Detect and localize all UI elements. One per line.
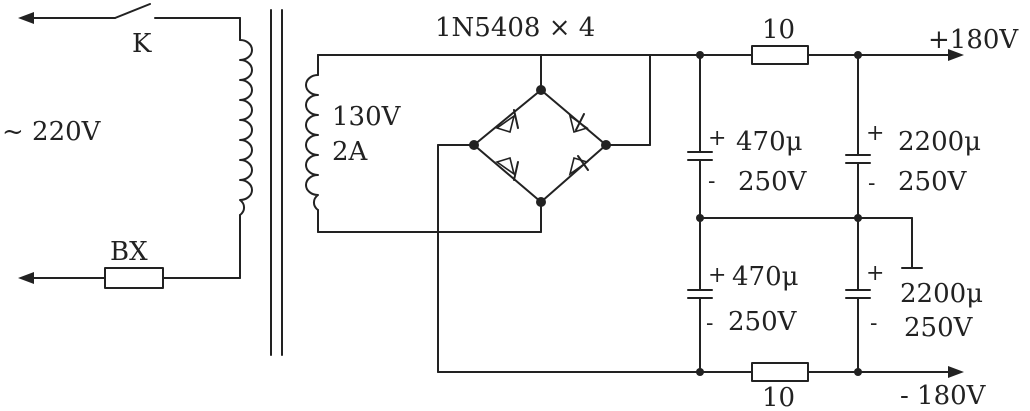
- resistor-bottom-label: 10: [762, 383, 795, 411]
- cap-ur-minus: -: [868, 171, 875, 196]
- diode-1: [495, 109, 519, 134]
- cap-lower-right: [845, 217, 871, 373]
- cap-ur-value: 2200μ: [898, 127, 981, 157]
- diode-3: [495, 156, 519, 181]
- output-neg-label: - 180V: [900, 381, 987, 411]
- input-voltage-label: ~ 220V: [2, 117, 102, 147]
- arrow-pos: [948, 49, 964, 61]
- cap-lr-value: 2200μ: [900, 279, 983, 309]
- bridge-label: 1N5408 × 4: [435, 13, 595, 43]
- cap-lr-minus: -: [870, 311, 877, 336]
- bridge-rectifier: [469, 54, 611, 207]
- cap-ul-minus: -: [708, 169, 715, 194]
- cap-ul-voltage: 250V: [738, 167, 808, 197]
- input-line-top: [18, 12, 116, 24]
- cap-ll-plus: +: [708, 263, 726, 288]
- resistor-bottom: [751, 362, 809, 382]
- input-line-bottom: [18, 272, 106, 284]
- output-pos-label: +180V: [928, 25, 1019, 55]
- resistor-top: [751, 45, 809, 65]
- cap-ul-value: 470μ: [736, 127, 803, 157]
- switch-label: K: [132, 29, 152, 59]
- cap-upper-left: [687, 54, 713, 219]
- diode-4: [568, 155, 589, 176]
- cap-lr-plus: +: [866, 261, 884, 286]
- resistor-top-label: 10: [762, 15, 795, 45]
- transformer-core: [270, 9, 283, 356]
- cap-ll-minus: -: [706, 311, 713, 336]
- fuse-bx: [104, 214, 241, 289]
- cap-ll-value: 470μ: [732, 262, 799, 292]
- primary-coil: [239, 39, 253, 216]
- arrow-neg: [948, 366, 964, 378]
- cap-ur-voltage: 250V: [898, 167, 968, 197]
- secondary-voltage-label: 130V: [332, 102, 402, 132]
- cap-ul-plus: +: [708, 126, 726, 151]
- cap-upper-right: [845, 54, 871, 219]
- diode-2: [568, 113, 589, 134]
- fuse-label: BX: [110, 237, 148, 267]
- cap-ur-plus: +: [866, 121, 884, 146]
- secondary-coil: [305, 54, 321, 233]
- secondary-current-label: 2A: [332, 137, 369, 167]
- cap-lower-left: [687, 217, 713, 373]
- cap-ll-voltage: 250V: [728, 307, 798, 337]
- cap-lr-voltage: 250V: [904, 313, 974, 343]
- switch-k: [114, 3, 241, 41]
